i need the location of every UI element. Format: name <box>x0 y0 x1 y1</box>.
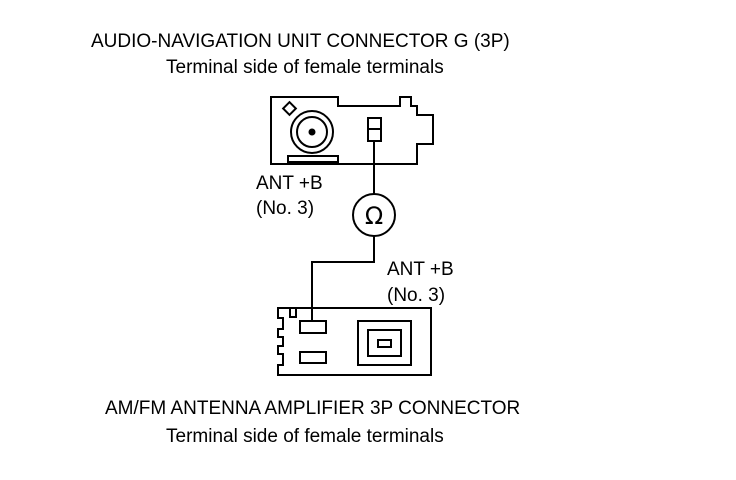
bottom-terminal-label-line1: ANT +B <box>387 259 454 280</box>
coax-socket <box>281 100 334 154</box>
wire-meter-to-bottom <box>311 236 375 321</box>
bottom-terminal-lower <box>299 351 327 364</box>
top-terminal-label-line2: (No. 3) <box>256 198 315 219</box>
coax-socket-key <box>281 100 298 117</box>
coax-socket-outer <box>290 110 334 154</box>
top-terminal-no3-lower <box>367 128 382 142</box>
bottom-terminal-no3 <box>299 320 327 334</box>
coax-socket-inner <box>296 116 328 148</box>
bottom-terminal-label-line2: (No. 3) <box>387 285 446 306</box>
amp-socket-inner <box>377 339 392 348</box>
ohmmeter-circle <box>352 193 396 237</box>
ohm-symbol: Ω <box>365 202 383 230</box>
coax-socket-pin <box>308 128 316 136</box>
amp-socket-outer <box>357 320 412 366</box>
amp-socket-middle <box>367 329 402 357</box>
top-connector-title: AUDIO-NAVIGATION UNIT CONNECTOR G (3P) <box>91 31 510 52</box>
bottom-connector-subtitle: Terminal side of female terminals <box>166 426 444 447</box>
bottom-connector-title: AM/FM ANTENNA AMPLIFIER 3P CONNECTOR <box>105 398 521 419</box>
top-terminal-no3 <box>367 117 382 130</box>
bottom-connector-housing <box>277 307 432 376</box>
top-connector-base-tab <box>287 155 339 163</box>
top-connector-housing <box>270 96 434 165</box>
bottom-connector-notch <box>289 307 297 318</box>
top-connector-subtitle: Terminal side of female terminals <box>166 57 444 78</box>
top-terminal-label-line1: ANT +B <box>256 173 323 194</box>
